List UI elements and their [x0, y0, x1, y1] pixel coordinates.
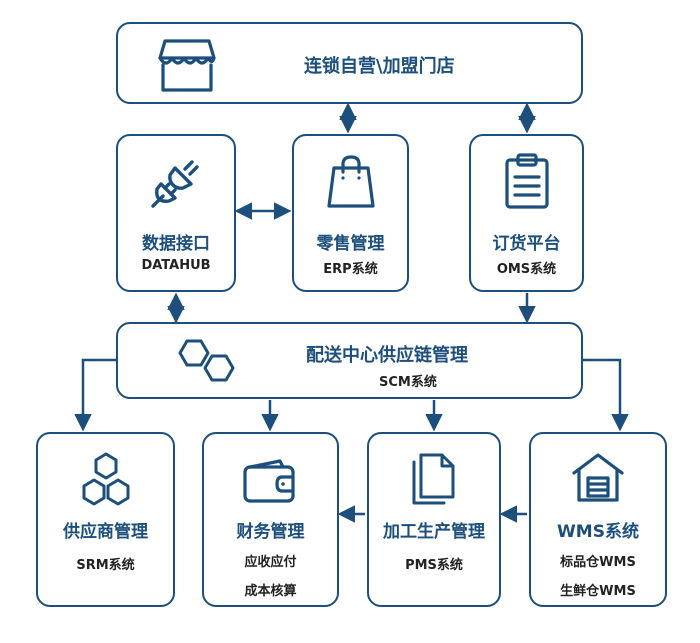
finance-line-2: 成本核算: [244, 584, 297, 599]
datahub-subtitle: DATAHUB: [141, 258, 211, 273]
finance-line-1: 应收应付: [244, 555, 297, 570]
finance-title: 财务管理: [236, 522, 305, 542]
documents-icon: [412, 453, 455, 505]
pms-title: 加工生产管理: [383, 522, 485, 542]
shopping-bag-icon: [327, 155, 375, 208]
srm-subtitle: SRM系统: [76, 558, 135, 573]
node-erp: [292, 134, 409, 292]
node-wms: [529, 432, 667, 607]
wms-title: WMS系统: [557, 522, 639, 542]
oms-title: 订货平台: [492, 234, 561, 254]
storefront-icon: [158, 39, 216, 92]
clipboard-icon: [505, 153, 549, 209]
scm-title: 配送中心供应链管理: [306, 345, 468, 366]
linked-hexagons-icon: [178, 339, 235, 382]
node-pms: [367, 432, 501, 607]
oms-subtitle: OMS系统: [496, 262, 557, 277]
wms-line-1: 标品仓WMS: [560, 555, 636, 570]
node-srm: [36, 432, 175, 607]
edge-scm-wms: [583, 358, 629, 432]
node-scm: [116, 322, 583, 399]
scm-subtitle: SCM系统: [379, 375, 437, 390]
srm-title: 供应商管理: [63, 522, 148, 542]
hexagon-cluster-icon: [82, 452, 130, 506]
erp-subtitle: ERP系统: [323, 262, 378, 277]
datahub-title: 数据接口: [142, 234, 210, 254]
node-finance: [202, 432, 339, 607]
pms-subtitle: PMS系统: [405, 558, 463, 573]
plug-icon: [151, 160, 199, 208]
store-title: 连锁自营\加盟门店: [304, 56, 455, 77]
warehouse-icon: [572, 453, 624, 502]
wms-line-2: 生鲜仓WMS: [560, 584, 636, 599]
erp-title: 零售管理: [316, 234, 385, 254]
wallet-icon: [243, 459, 295, 503]
node-datahub: [116, 134, 236, 292]
edge-scm-srm: [74, 358, 118, 432]
